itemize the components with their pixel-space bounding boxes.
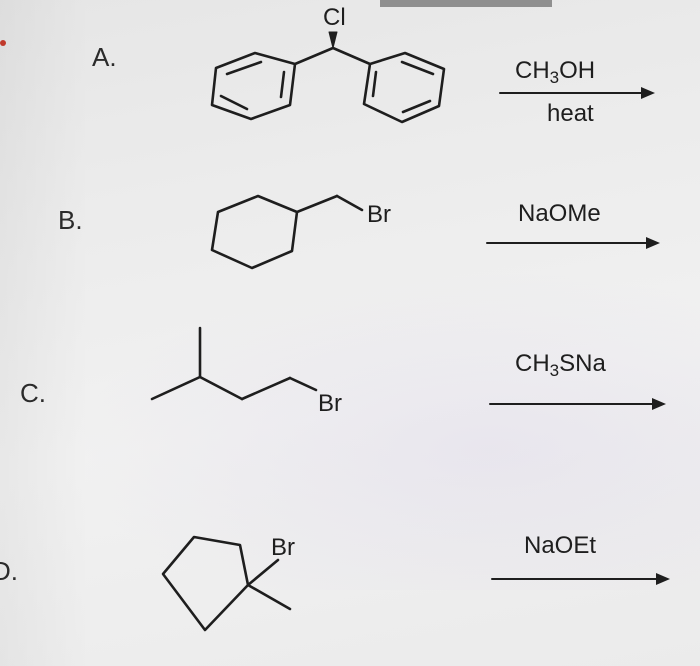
arrow-a-head [641,87,655,99]
arrow-b-head [646,237,660,249]
atom-br-c: Br [318,390,342,417]
atom-br-d: Br [271,534,295,561]
molecule-b [210,194,364,270]
reagent-c: CH3SNa [515,350,606,380]
problem-b-label: B. [58,205,83,235]
monitor-top-edge [380,0,552,7]
problem-c-label: C. [20,378,46,408]
atom-br-b: Br [367,201,391,228]
reaction-arrows [486,92,661,580]
red-marker [0,40,6,46]
reagent-a: CH3OH [515,57,596,87]
molecule-a [210,31,446,124]
problem-a-label: A. [92,42,117,72]
reagent-b: NaOMe [518,200,601,227]
arrow-c-head [652,398,666,410]
atom-cl: Cl [323,4,346,31]
problem-d-label: D. [0,556,18,586]
arrow-d-head [656,573,670,585]
molecule-c [150,326,318,401]
molecule-d [161,535,292,632]
reagent-a-condition: heat [547,100,594,127]
reagent-d: NaOEt [524,532,597,559]
